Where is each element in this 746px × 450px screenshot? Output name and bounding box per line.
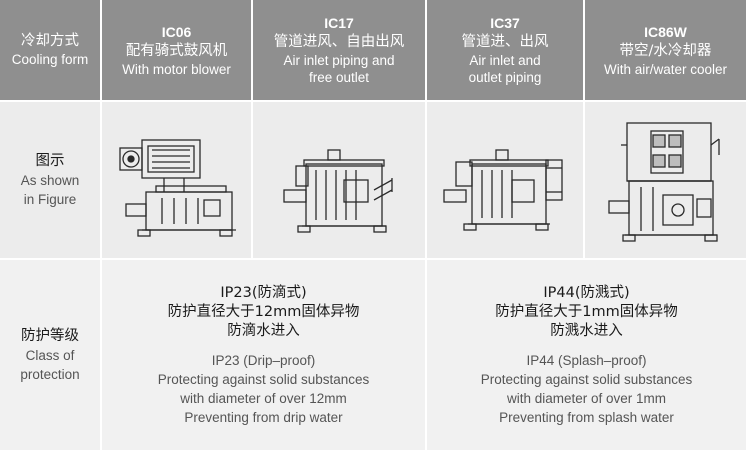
ip44-cell: IP44(防溅式) 防护直径大于1mm固体异物 防溅水进入 IP44 (Spla… — [427, 260, 746, 450]
ip23-title-zh: IP23(防滴式) — [220, 284, 307, 301]
ip23-cell: IP23(防滴式) 防护直径大于12mm固体异物 防滴水进入 IP23 (Dri… — [102, 260, 425, 450]
ic06-en: With motor blower — [122, 61, 231, 77]
ip44-desc-en-line3: Preventing from splash water — [499, 409, 674, 425]
ip44-desc-en-line2: with diameter of over 1mm — [506, 390, 667, 406]
ic86w-en: With air/water cooler — [603, 61, 728, 77]
header-ic17: IC17 管道进风、自由出风 Air inlet piping and free… — [253, 0, 425, 100]
ip44-desc-zh-line2: 防溅水进入 — [550, 322, 623, 339]
protection-label-zh: 防护等级 — [21, 327, 79, 344]
header-ic37: IC37 管道进、出风 Air inlet and outlet piping — [427, 0, 583, 100]
ip44-desc-en-line1: Protecting against solid substances — [480, 371, 693, 387]
ic17-zh: 管道进风、自由出风 — [273, 34, 405, 50]
ic37-code: IC37 — [490, 15, 520, 31]
ic06-code: IC06 — [161, 23, 192, 40]
protection-label-en-line1: Class of — [25, 347, 75, 363]
ic17-en-line2: free outlet — [308, 70, 370, 85]
ic86w-code: IC86W — [644, 23, 687, 40]
figure-ic06-cell — [102, 102, 251, 258]
header-label-en: Cooling form — [11, 52, 89, 67]
ip23-desc-en-line3: Preventing from drip water — [184, 409, 343, 425]
ip23-desc-en-line1: Protecting against solid substances — [157, 371, 370, 387]
ip44-desc-zh-line1: 防护直径大于1mm固体异物 — [495, 303, 678, 320]
figure-label-zh: 图示 — [35, 152, 65, 169]
ic86w-zh: 带空/水冷却器 — [619, 42, 712, 59]
ic06-zh: 配有骑式鼓风机 — [125, 42, 228, 59]
motor-ic86w-icon — [607, 122, 720, 242]
ic17-en-line1: Air inlet piping and — [283, 53, 395, 68]
motor-ic17-icon — [283, 149, 393, 233]
ip44-title-zh: IP44(防溅式) — [543, 284, 630, 301]
protection-label-en-line2: protection — [20, 366, 80, 382]
ic17-code: IC17 — [324, 15, 354, 31]
ip23-title-en: IP23 (Drip–proof) — [211, 352, 316, 368]
header-label-zh: 冷却方式 — [21, 33, 79, 49]
motor-ic06-icon — [118, 139, 236, 237]
ip23-desc-zh-line1: 防护直径大于12mm固体异物 — [167, 303, 360, 320]
ic37-en-line1: Air inlet and — [469, 53, 541, 68]
ip23-desc-zh-line2: 防滴水进入 — [227, 322, 300, 339]
figure-label-en-line1: As shown — [20, 172, 80, 188]
ip23-desc-en-line2: with diameter of over 12mm — [180, 390, 347, 406]
figure-label-cell: 图示 As shown in Figure — [0, 102, 100, 258]
figure-label-en-line2: in Figure — [23, 191, 77, 207]
header-label-cell: 冷却方式 Cooling form — [0, 0, 100, 100]
figure-ic86w-cell — [585, 102, 746, 258]
ip44-title-en: IP44 (Splash–proof) — [526, 352, 647, 368]
header-ic86w: IC86W 带空/水冷却器 With air/water cooler — [585, 0, 746, 100]
protection-label-cell: 防护等级 Class of protection — [0, 260, 100, 450]
ic37-zh: 管道进、出风 — [461, 34, 549, 50]
figure-ic37-cell — [427, 102, 583, 258]
figure-ic17-cell — [253, 102, 425, 258]
motor-ic37-icon — [443, 149, 563, 231]
ic37-en-line2: outlet piping — [468, 70, 542, 85]
header-ic06: IC06 配有骑式鼓风机 With motor blower — [102, 0, 251, 100]
